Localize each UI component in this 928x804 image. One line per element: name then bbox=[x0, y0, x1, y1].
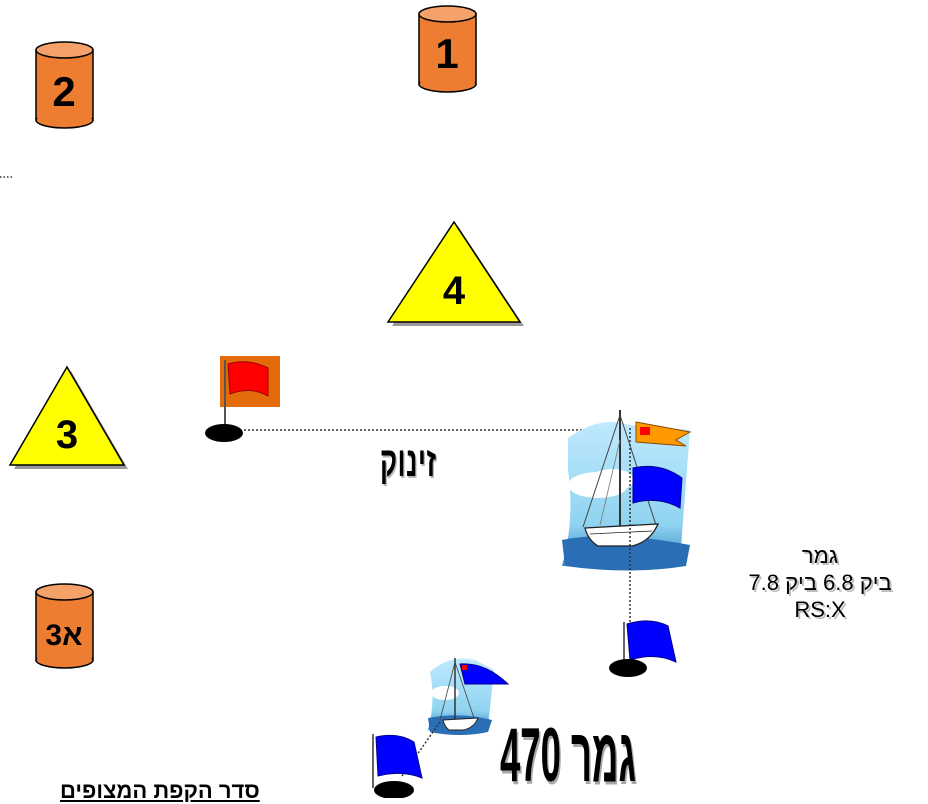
mark-2-label: 2 bbox=[52, 68, 75, 115]
mark-2-cylinder-buoy: 2 bbox=[35, 41, 94, 129]
finish-label: גמר ביק 6.8 ביק 7.8 RS:X bbox=[710, 542, 928, 623]
mark-1-cylinder-buoy: 1 bbox=[418, 5, 477, 93]
finish-line-470 bbox=[401, 721, 441, 777]
finish-title: גמר bbox=[801, 543, 839, 568]
committee-boat-sailboat-icon bbox=[562, 410, 692, 571]
mark-3a-cylinder-buoy: 3א bbox=[35, 583, 94, 669]
finish-470-blue-flag-icon bbox=[372, 734, 423, 798]
course-order-heading: סדר הקפת המצופים bbox=[60, 778, 260, 803]
mark-3-label: 3 bbox=[56, 413, 78, 457]
start-pin-red-flag bbox=[205, 356, 280, 442]
finish-class-rsx: RS:X bbox=[794, 597, 846, 622]
mark-4-triangle-buoy: 4 bbox=[386, 220, 524, 326]
finish-pin-blue-flag-icon bbox=[609, 620, 677, 677]
start-label: זינוק bbox=[380, 438, 437, 485]
finish-470-label: גמר 470 bbox=[500, 713, 636, 798]
mark-3a-label: 3א bbox=[45, 619, 82, 652]
finish-classes: ביק 6.8 ביק 7.8 bbox=[748, 570, 892, 595]
mark-3-triangle-buoy: 3 bbox=[8, 365, 128, 469]
mark-4-label: 4 bbox=[443, 269, 466, 313]
small-sailboat-icon bbox=[428, 658, 510, 735]
mark-1-label: 1 bbox=[435, 30, 458, 77]
